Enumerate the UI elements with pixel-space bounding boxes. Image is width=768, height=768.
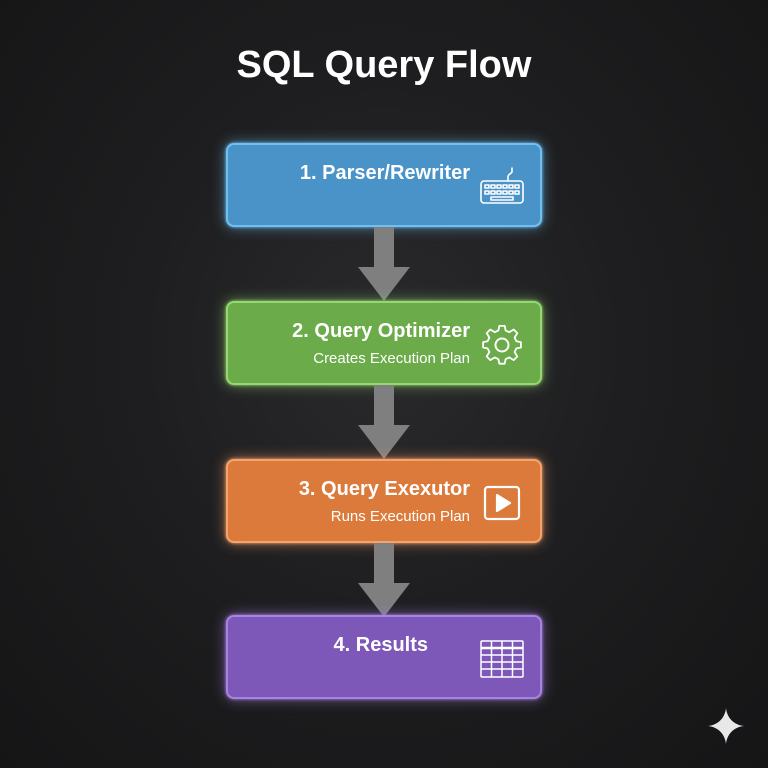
down-arrow	[358, 385, 410, 459]
step-title: 2. Query Optimizer	[292, 320, 470, 342]
step-text: 2. Query Optimizer Creates Execution Pla…	[228, 319, 470, 369]
step-results: 4. Results	[226, 615, 542, 699]
step-subtitle: Creates Execution Plan	[313, 350, 470, 367]
step-title: 1. Parser/Rewriter	[299, 162, 470, 184]
step-parser-rewriter: 1. Parser/Rewriter	[226, 143, 542, 227]
step-query-executor: 3. Query Exexutor Runs Execution Plan	[226, 459, 542, 543]
step-subtitle: Runs Execution Plan	[330, 508, 470, 525]
diagram-title: SQL Query Flow	[236, 44, 532, 86]
gear-icon	[478, 323, 526, 367]
step-text: 4. Results	[228, 633, 428, 657]
down-arrow	[358, 543, 410, 617]
step-title: 3. Query Exexutor	[298, 478, 470, 500]
play-icon	[478, 481, 526, 525]
sparkle-icon	[706, 706, 746, 746]
table-grid-icon	[478, 637, 526, 681]
down-arrow	[358, 227, 410, 301]
keyboard-icon	[478, 165, 526, 209]
step-title: 4. Results	[333, 634, 428, 656]
step-query-optimizer: 2. Query Optimizer Creates Execution Pla…	[226, 301, 542, 385]
step-text: 1. Parser/Rewriter	[228, 161, 470, 185]
step-text: 3. Query Exexutor Runs Execution Plan	[228, 477, 470, 527]
